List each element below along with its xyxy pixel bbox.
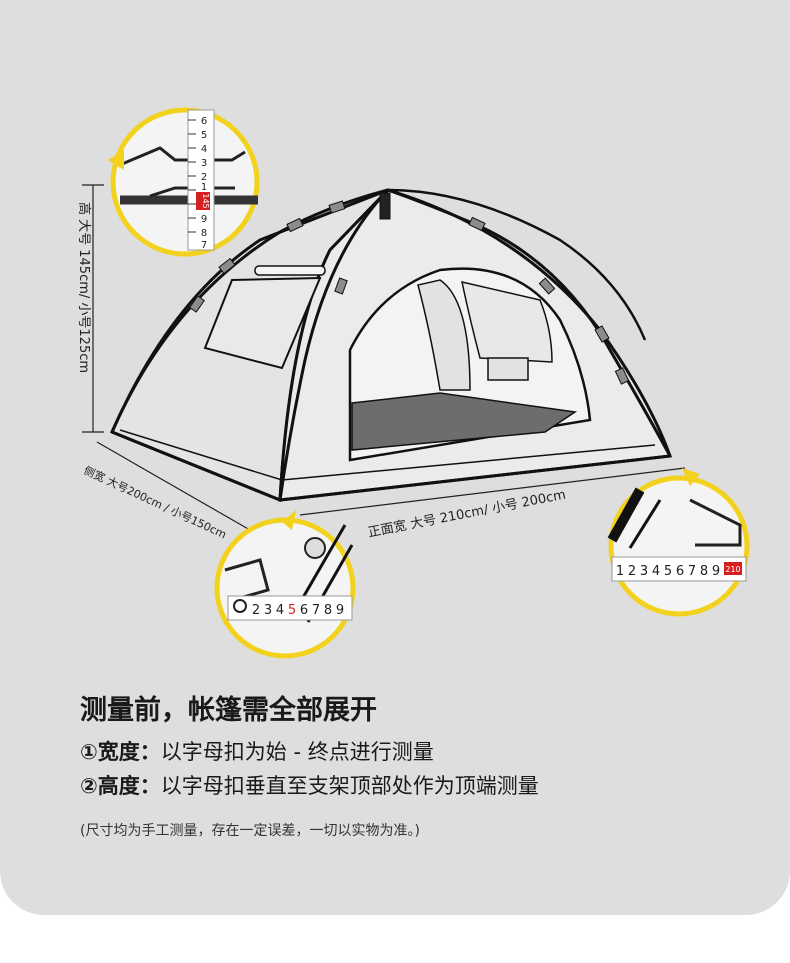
ruler-bl-digit-2: 4 [276,603,284,618]
instruction-width-text: 以字母扣为始 - 终点进行测量 [160,740,434,764]
ruler-top-digit-2: 4 [201,144,207,155]
ruler-br-digit-1: 2 [628,564,636,579]
ruler-br-digit-5: 6 [676,564,684,579]
ruler-bl-digit-4: 6 [300,603,308,618]
height-dimension-line [82,184,104,433]
tent [110,188,673,503]
ruler-bl-digit-0: 2 [252,603,260,618]
ruler-bl-digit-5: 7 [312,603,320,618]
ruler-bl-digit-3: 5 [288,603,296,618]
ruler-br-digit-4: 5 [664,564,672,579]
ruler-top-digit-5: 1 [201,182,207,193]
instruction-height-label: ②高度： [80,774,161,798]
ruler-br-digit-3: 4 [652,564,660,579]
front-dimension-line [299,467,686,516]
instruction-width: ①宽度：以字母扣为始 - 终点进行测量 [80,736,434,766]
ruler-br-digit-6: 7 [688,564,696,579]
height-dimension-label: 高 大号 145cm/ 小号125cm [76,202,91,374]
ruler-br-mark: 210 [725,565,740,574]
magnifier-bottom-left: 2 3 4 5 6 7 8 9 [214,510,356,659]
ruler-bl-digit-6: 8 [324,603,332,618]
ruler-top-ticks [188,119,196,233]
ruler-br-digit-8: 9 [712,564,720,579]
ruler-br-digit-2: 3 [640,564,648,579]
info-card: 145 6 5 4 3 2 1 9 8 7 2 3 4 5 6 7 8 [0,0,790,915]
ruler-top-digit-0: 6 [201,116,207,127]
magnifier-bottom-right: 1 2 3 4 5 6 7 8 9 210 [607,468,750,617]
ruler-top-digit-6: 9 [201,214,207,225]
measurement-note: (尺寸均为手工测量，存在一定误差，一切以实物为准。) [80,823,420,839]
ruler-top-digit-4: 2 [201,172,207,183]
ruler-bl-digit-7: 9 [336,603,344,618]
ruler-top-digit-8: 7 [201,240,207,251]
magnifier-top: 145 6 5 4 3 2 1 9 8 7 [108,107,260,257]
instruction-height: ②高度：以字母扣垂直至支架顶部处作为顶端测量 [80,770,539,800]
instruction-width-label: ①宽度： [80,740,161,764]
ruler-br-digit-7: 8 [700,564,708,579]
side-dimension-line [96,441,251,531]
ruler-bl-digit-1: 3 [264,603,272,618]
tent-diagram: 145 6 5 4 3 2 1 9 8 7 2 3 4 5 6 7 8 [82,107,750,659]
ruler-top-digit-3: 3 [201,158,207,169]
ruler-top-digit-1: 5 [201,130,207,141]
ruler-top-digit-7: 8 [201,228,207,239]
instructions-title: 测量前，帐篷需全部展开 [80,695,377,726]
ruler-top-mark: 145 [201,193,210,208]
instruction-height-text: 以字母扣垂直至支架顶部处作为顶端测量 [160,774,539,798]
ruler-br-digit-0: 1 [616,564,624,579]
